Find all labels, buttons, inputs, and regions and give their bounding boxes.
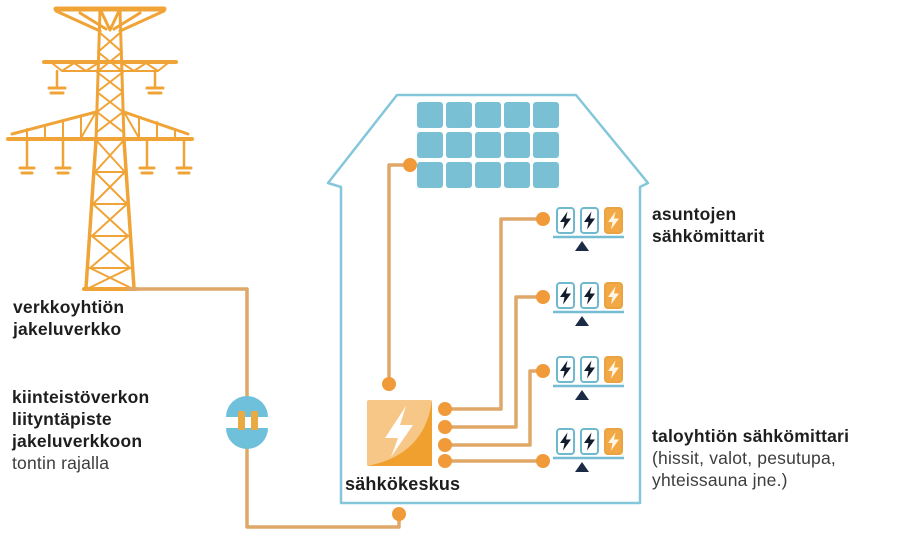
label-line: taloyhtiön sähkömittari (652, 426, 850, 446)
solar-panel-array-icon (417, 102, 559, 188)
label-line: jakeluverkko (13, 319, 122, 339)
label-line: sähkökeskus (345, 474, 461, 494)
connection-point-label: kiinteistöverkon liityntäpiste jakeluver… (12, 386, 149, 474)
lightning-bolt-icon (385, 406, 413, 457)
building-meter-label: taloyhtiön sähkömittari (hissit, valot, … (652, 425, 849, 491)
label-line: liityntäpiste (12, 409, 112, 429)
wire-connection-dots (382, 158, 550, 521)
label-line: kiinteistöverkon (12, 387, 150, 407)
transmission-tower-icon (6, 6, 194, 291)
label-line: tontin rajalla (12, 453, 110, 473)
apartment-meters-label: asuntojen sähkömittarit (652, 203, 765, 247)
label-line: jakeluverkkoon (12, 431, 143, 451)
label-line: sähkömittarit (652, 226, 765, 246)
label-line: asuntojen (652, 204, 737, 224)
label-line: yhteissauna jne.) (652, 470, 788, 490)
label-line: verkkoyhtiön (13, 297, 125, 317)
plug-connector-icon (226, 396, 268, 449)
main-panel-label: sähkökeskus (345, 473, 460, 495)
electrical-panel-icon (367, 400, 432, 466)
label-line: (hissit, valot, pesutupa, (652, 448, 836, 468)
grid-network-label: verkkoyhtiön jakeluverkko (13, 296, 124, 340)
